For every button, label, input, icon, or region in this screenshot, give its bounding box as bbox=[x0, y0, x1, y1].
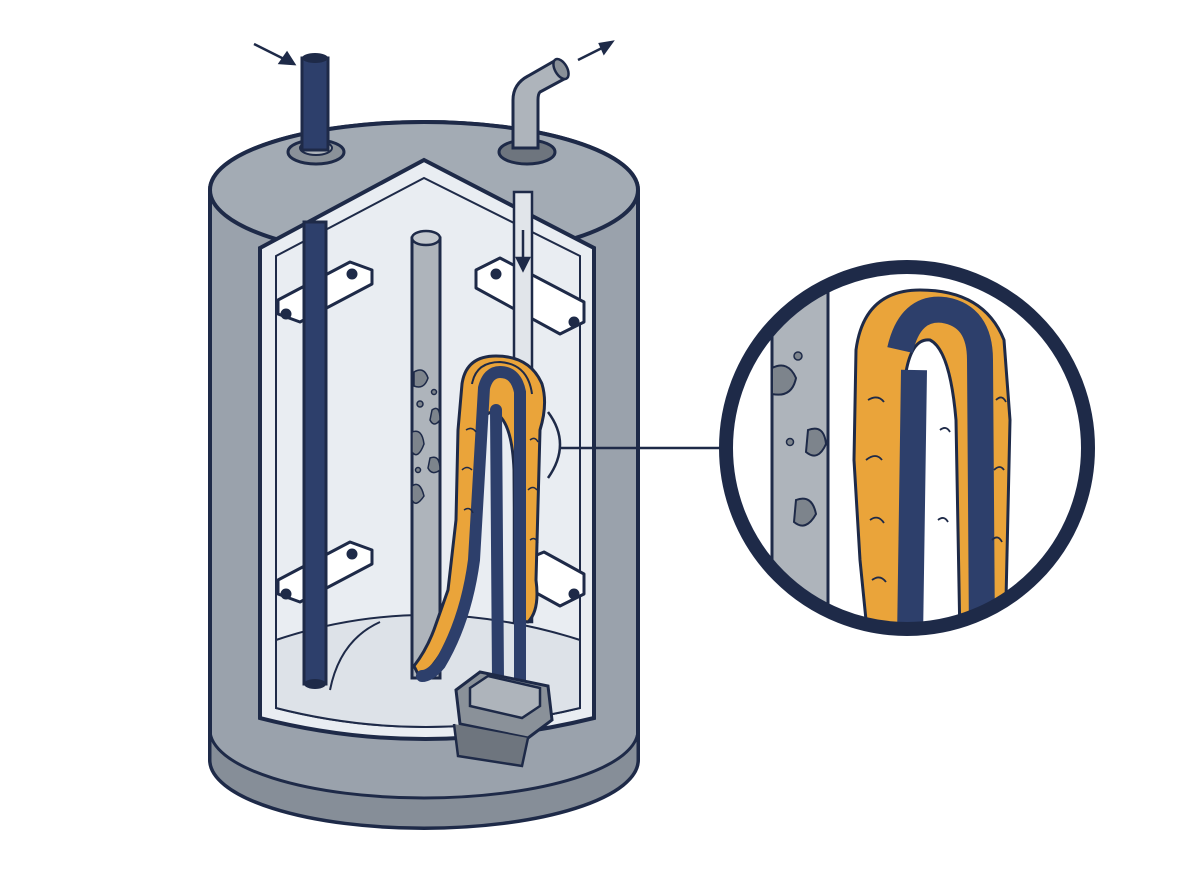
zoom-lens-ring bbox=[719, 260, 1095, 636]
element-coil-outline bbox=[471, 360, 533, 395]
zoom-coil bbox=[887, 296, 995, 626]
anode-corrosion bbox=[411, 369, 441, 504]
magnifier-callout-icon bbox=[546, 260, 1095, 636]
anode-rod bbox=[410, 229, 442, 680]
flow-down-arrow-icon bbox=[514, 230, 532, 273]
zoom-sediment-texture bbox=[865, 396, 1007, 583]
element-coil bbox=[416, 365, 526, 686]
sediment-texture bbox=[461, 427, 539, 544]
zoom-heating-element bbox=[852, 288, 1012, 626]
element-flange bbox=[452, 670, 554, 768]
heating-element bbox=[412, 354, 554, 768]
dip-tube bbox=[302, 220, 328, 686]
floor-contour bbox=[329, 621, 381, 691]
inlet-pipe bbox=[300, 56, 330, 152]
cold-water-inlet bbox=[286, 53, 346, 689]
tank-base-band bbox=[208, 729, 640, 830]
callout-bracket bbox=[546, 411, 562, 479]
hot-water-outlet-arrow-icon bbox=[577, 40, 615, 62]
cold-water-inlet-arrow-icon bbox=[253, 42, 297, 66]
zoom-anode-rod bbox=[770, 270, 830, 626]
